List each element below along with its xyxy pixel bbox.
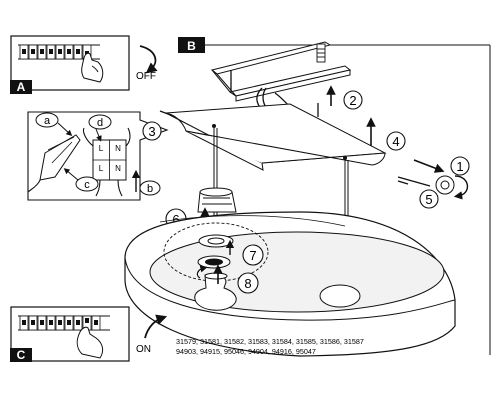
product-codes-line-2: 94903, 94915, 95046, 94904, 94916, 95047 <box>176 347 316 356</box>
lamp-socket <box>197 187 237 213</box>
bulb-icon <box>319 284 361 308</box>
wiring-label-b: b <box>131 169 161 196</box>
hand-icon <box>81 52 104 83</box>
panel-c-switch-on: ON C <box>10 306 168 362</box>
terminal-n-bottom: N <box>115 164 121 173</box>
svg-text:a: a <box>44 115 51 127</box>
canopy <box>164 103 387 171</box>
step-4: 4 <box>366 117 406 151</box>
svg-text:8: 8 <box>244 276 251 291</box>
switch-off-label: OFF <box>136 71 156 82</box>
rotate-off-arrow-icon <box>139 45 158 74</box>
wall-anchor-icon <box>316 43 326 63</box>
wiring-label-a: a <box>35 112 73 137</box>
step-4-label: 4 <box>392 134 399 149</box>
product-codes-line-1: 31579, 31581, 31582, 31583, 31584, 31585… <box>176 337 364 346</box>
step-5: 5 <box>419 175 469 209</box>
terminal-n-top: N <box>115 144 121 153</box>
svg-text:7: 7 <box>249 248 256 263</box>
wiring-label-c: c <box>63 168 99 192</box>
panel-a-letter: A <box>17 80 26 94</box>
suspension-wire <box>213 128 349 262</box>
panel-b-letter: B <box>187 39 196 53</box>
grub-screw-icon <box>397 175 455 195</box>
panel-a-switch-off: OFF A <box>10 35 158 94</box>
step-2: 2 <box>326 85 363 110</box>
breaker-row-icon <box>18 315 110 331</box>
oval-shade <box>124 211 456 357</box>
switch-on-label: ON <box>136 344 151 355</box>
terminal-l-top: L <box>99 144 104 153</box>
panel-b: B <box>178 37 491 355</box>
svg-text:3: 3 <box>148 124 155 139</box>
wiring-inset: L N L N a d c b <box>27 111 169 201</box>
terminal-l-bottom: L <box>99 164 104 173</box>
hand-icon <box>76 326 104 359</box>
step-3: 3 <box>142 121 162 141</box>
step-7: 7 <box>225 239 264 266</box>
breaker-row-icon <box>18 44 100 60</box>
step-1: 1 <box>413 156 470 176</box>
svg-text:5: 5 <box>425 192 432 207</box>
svg-text:d: d <box>97 117 103 129</box>
svg-text:b: b <box>147 183 153 195</box>
svg-text:c: c <box>84 179 90 191</box>
svg-text:1: 1 <box>456 159 463 174</box>
ceiling-bracket <box>210 41 352 102</box>
wiring-label-d: d <box>88 114 112 142</box>
front-bulb-icon <box>194 265 237 311</box>
panel-c-letter: C <box>17 348 26 362</box>
step-2-label: 2 <box>349 93 356 108</box>
rotate-on-arrow-icon <box>144 314 168 339</box>
step-8: 8 <box>213 264 259 294</box>
